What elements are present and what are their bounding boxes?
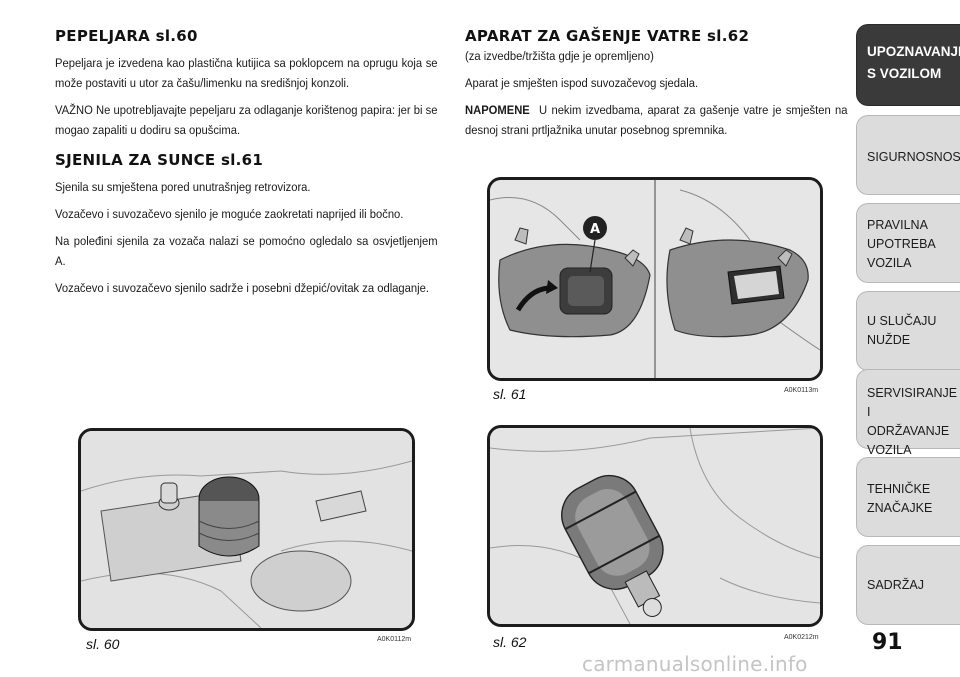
figure-61-sun-visor: A [487, 177, 823, 381]
sun-visors-paragraph-4: Vozačevo i suvozačevo sjenilo sadrže i p… [55, 281, 429, 295]
figure-61-code: A0K0113m [784, 387, 819, 394]
figure-60-caption: sl. 60 [86, 636, 120, 652]
sun-visors-paragraph-1: Sjenila su smještena pored unutrašnjeg r… [55, 180, 311, 194]
figure-60-code: A0K0112m [377, 636, 412, 643]
ashtray-illustration [81, 431, 412, 628]
ashtray-paragraph-2: VAŽNO Ne upotrebljavajte pepeljaru za od… [55, 103, 438, 137]
page-number: 91 [872, 630, 903, 655]
figure-62-code: A0K0212m [784, 634, 819, 641]
tab-servisiranje-odrzavanje-vozila[interactable]: SERVISIRANJE I ODRŽAVANJE VOZILA [856, 369, 960, 457]
right-column: APARAT ZA GAŠENJE VATRE sl.62 (za izvedb… [465, 26, 850, 140]
tab-upoznavanje-s-vozilom[interactable]: UPOZNAVANJE S VOZILOM [856, 24, 960, 106]
figure-60-ashtray [78, 428, 415, 631]
tab-sadrzaj[interactable]: SADRŽAJ [856, 545, 960, 625]
callout-a-circle [583, 216, 607, 240]
note-label: NAPOMENE [465, 103, 530, 117]
sun-visors-paragraph-2: Vozačevo i suvozačevo sjenilo je moguće … [55, 207, 404, 221]
figure-61-caption: sl. 61 [493, 386, 527, 402]
tab-pravilna-upotreba-vozila[interactable]: PRAVILNA UPOTREBA VOZILA [856, 203, 960, 283]
fire-extinguisher-illustration [490, 428, 820, 624]
tab-u-slucaju-nuzde[interactable]: U SLUČAJU NUŽDE [856, 291, 960, 371]
sun-visor-illustration: A [490, 180, 820, 378]
fire-extinguisher-subtitle: (za izvedbe/tržišta gdje je opremljeno) [465, 49, 654, 63]
callout-a-label: A [590, 222, 600, 237]
sun-visors-paragraph-3: Na poleđini sjenila za vozača nalazi se … [55, 234, 438, 268]
fire-extinguisher-heading: APARAT ZA GAŠENJE VATRE sl.62 [465, 27, 750, 45]
tab-sigurnosnost[interactable]: SIGURNOSNOST [856, 115, 960, 195]
fire-extinguisher-paragraph-1: Aparat je smješten ispod suvozačevog sje… [465, 76, 699, 90]
left-column: PEPELJARA sl.60 Pepeljara je izvedena ka… [55, 26, 440, 298]
note-text: U nekim izvedbama, aparat za gašenje vat… [465, 103, 848, 137]
tab-tehnicke-znacajke[interactable]: TEHNIČKE ZNAČAJKE [856, 457, 960, 537]
ashtray-paragraph-1: Pepeljara je izvedena kao plastična kuti… [55, 56, 438, 90]
figure-62-caption: sl. 62 [493, 634, 527, 650]
figure-62-fire-extinguisher [487, 425, 823, 627]
ashtray-heading: PEPELJARA sl.60 [55, 27, 198, 45]
watermark: carmanualsonline.info [582, 652, 808, 676]
sun-visors-heading: SJENILA ZA SUNCE sl.61 [55, 151, 264, 169]
